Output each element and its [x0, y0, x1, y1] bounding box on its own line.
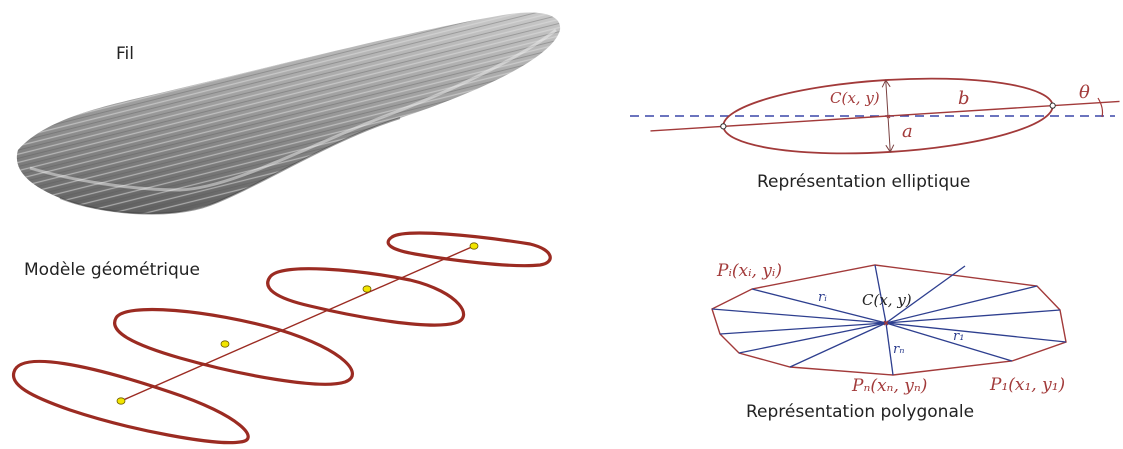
- yarn-label: Fil: [116, 44, 134, 64]
- radius-ri-label: rᵢ: [818, 290, 827, 305]
- vertex-left: [720, 123, 727, 130]
- elliptic-representation-diagram: C(x, y) b a θ: [630, 77, 1120, 155]
- cross-section-loop-2: [113, 307, 354, 386]
- geometric-model: [11, 231, 552, 445]
- center-point-3: [362, 285, 372, 293]
- semi-major-label: b: [958, 88, 970, 109]
- geometric-model-label: Modèle géométrique: [24, 260, 200, 280]
- polygon-center-label: C(x, y): [862, 291, 912, 309]
- arrow-up-icon: [881, 79, 891, 88]
- cross-section-loop-4: [386, 231, 552, 268]
- cross-section-loop-1: [11, 359, 250, 445]
- semi-minor-label: a: [902, 121, 913, 142]
- angle-label: θ: [1079, 82, 1090, 103]
- polygon-center-mark: [883, 320, 889, 326]
- center-point-4: [469, 242, 479, 250]
- vertex-pi-label: Pᵢ(xᵢ, yᵢ): [716, 261, 782, 281]
- vertex-right: [1049, 102, 1056, 109]
- radius-rn-label: rₙ: [893, 342, 904, 357]
- center-mark: [886, 114, 891, 119]
- center-point-2: [220, 340, 230, 348]
- polygonal-representation-label: Représentation polygonale: [746, 402, 975, 422]
- yarn-bundle-image: [16, 12, 561, 215]
- vertex-p1-label: P₁(x₁, y₁): [989, 375, 1065, 395]
- center-point-1: [116, 397, 126, 405]
- angle-arc: [1097, 97, 1104, 118]
- cross-section-loop-3: [266, 267, 466, 327]
- elliptic-representation-label: Représentation elliptique: [757, 172, 971, 192]
- vertex-pn-label: Pₙ(xₙ, yₙ): [851, 376, 927, 396]
- arrow-down-icon: [885, 144, 895, 153]
- polygonal-representation-diagram: C(x, y) Pᵢ(xᵢ, yᵢ) P₁(x₁, y₁) Pₙ(xₙ, yₙ)…: [711, 261, 1067, 396]
- ellipse-center-label: C(x, y): [830, 89, 880, 107]
- major-axis: [650, 100, 1120, 132]
- radius-r1-label: r₁: [953, 329, 964, 344]
- polygon-radii: [711, 264, 1067, 376]
- polygon-outline: [711, 264, 1067, 376]
- yarn-centerline: [120, 245, 475, 402]
